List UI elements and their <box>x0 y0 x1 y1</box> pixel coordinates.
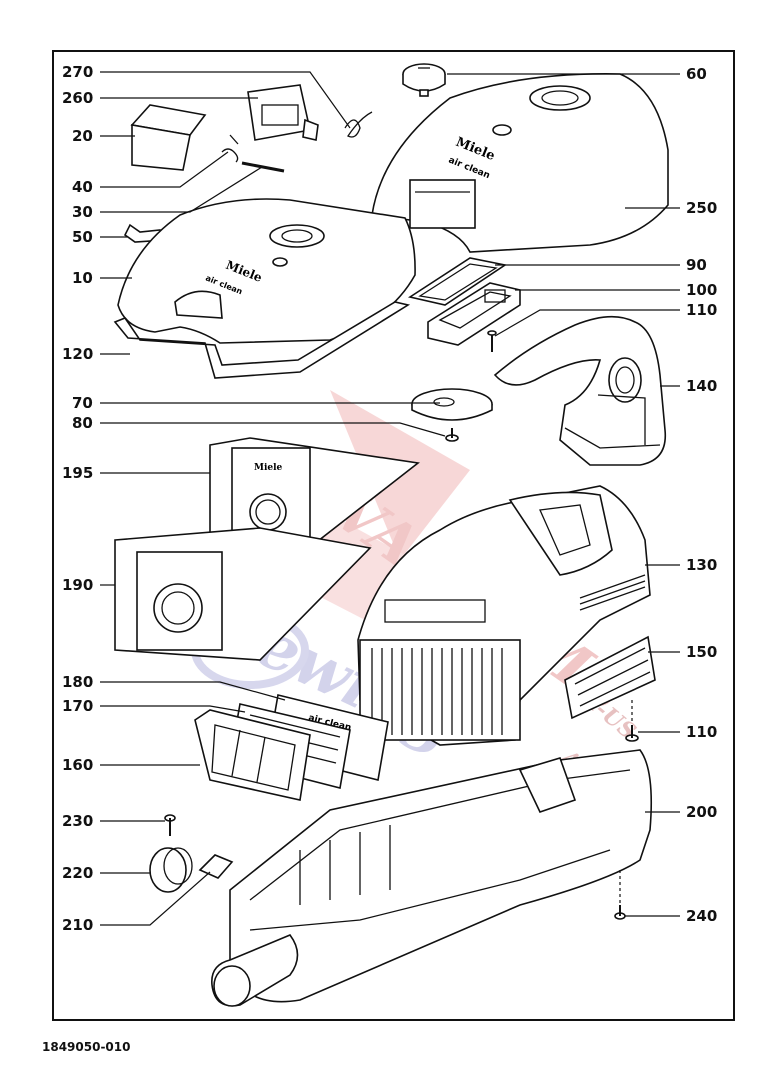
callout-10: 10 <box>72 269 93 287</box>
part-60-knob <box>402 63 446 97</box>
diagram-border <box>52 50 735 1021</box>
callout-110-upper: 110 <box>686 301 717 319</box>
part-100-filter-holder <box>427 282 521 346</box>
callout-210: 210 <box>62 916 93 934</box>
callout-110-lower: 110 <box>686 723 717 741</box>
part-10-lid: Miele air clean <box>117 198 416 344</box>
part-150-exhaust-filter <box>564 635 656 720</box>
callout-150: 150 <box>686 643 717 661</box>
callout-20: 20 <box>72 127 93 145</box>
part-130-housing <box>357 485 651 746</box>
leader-lines <box>100 71 680 926</box>
part-270-spring <box>344 111 373 138</box>
callout-200: 200 <box>686 803 717 821</box>
part-20-flap <box>130 104 207 171</box>
callout-120: 120 <box>62 345 93 363</box>
callout-230: 230 <box>62 812 93 830</box>
callout-70: 70 <box>72 394 93 412</box>
part-110-screw-upper <box>487 330 497 352</box>
housing-vents <box>579 574 646 611</box>
callout-90: 90 <box>686 256 707 274</box>
callout-140: 140 <box>686 377 717 395</box>
callout-labels-right: 60 250 90 100 110 140 130 150 110 200 24… <box>686 65 717 925</box>
callout-160: 160 <box>62 756 93 774</box>
housing-grille <box>371 648 503 735</box>
part-80-screw <box>445 428 459 442</box>
part-240-screw <box>614 905 626 920</box>
part-110-screw-lower <box>625 725 639 742</box>
callout-30: 30 <box>72 203 93 221</box>
part-230-screw <box>164 814 176 836</box>
part-200-base <box>211 749 652 1007</box>
part-30-pin <box>241 161 285 173</box>
callout-80: 80 <box>72 414 93 432</box>
callout-250: 250 <box>686 199 717 217</box>
callout-40: 40 <box>72 178 93 196</box>
part-250-top-cover: Miele air clean <box>371 73 669 253</box>
part-210-latch <box>198 854 234 879</box>
callout-190: 190 <box>62 576 93 594</box>
callout-240: 240 <box>686 907 717 925</box>
callout-labels-left: 270 260 20 40 30 50 10 120 70 80 195 190… <box>62 63 93 934</box>
part-140-handle <box>493 315 667 466</box>
part-120-seal <box>113 301 411 379</box>
part-70-disc <box>411 388 493 421</box>
callout-260: 260 <box>62 89 93 107</box>
callout-130: 130 <box>686 556 717 574</box>
part-220-wheel-cap <box>149 847 193 893</box>
callout-100: 100 <box>686 281 717 299</box>
callout-60: 60 <box>686 65 707 83</box>
part-190-dust-bag <box>114 527 372 661</box>
part-40-spring <box>221 134 239 163</box>
part-260-flap <box>247 84 319 141</box>
part-160-filter-frame <box>194 709 311 801</box>
callout-220: 220 <box>62 864 93 882</box>
callout-195: 195 <box>62 464 93 482</box>
callout-50: 50 <box>72 228 93 246</box>
document-number: 1849050-010 <box>42 1040 131 1054</box>
callout-170: 170 <box>62 697 93 715</box>
callout-180: 180 <box>62 673 93 691</box>
callout-270: 270 <box>62 63 93 81</box>
bag-brand: Miele <box>254 463 283 473</box>
